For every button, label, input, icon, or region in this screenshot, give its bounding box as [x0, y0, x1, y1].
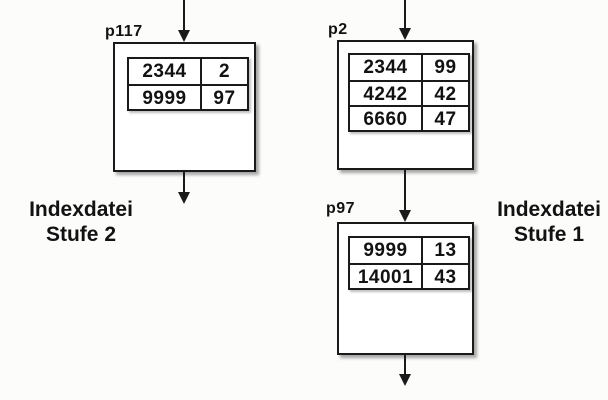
table-cell: 2344	[129, 59, 202, 84]
caption-indexdatei-stufe-1: Indexdatei Stufe 1	[479, 197, 608, 247]
arrow-p2-to-p97-line	[404, 170, 406, 210]
node-table-p2: 2344 99 4242 42 6660 47	[348, 53, 470, 132]
node-table-p97: 9999 13 14001 43	[348, 236, 470, 290]
caption-line: Stufe 1	[513, 223, 584, 246]
arrow-into-p117-line	[183, 0, 185, 30]
node-label-p117: p117	[105, 23, 143, 40]
arrow-into-p117-head-icon	[178, 30, 190, 42]
table-cell: 99	[434, 57, 457, 78]
arrow-into-p2-head-icon	[399, 28, 411, 40]
table-cell: 97	[202, 84, 247, 109]
table-cell: 9999	[129, 84, 202, 109]
arrow-out-p97-head-icon	[399, 374, 411, 386]
node-table-p117: 2344 2 9999 97	[127, 57, 249, 111]
table-cell: 43	[423, 263, 468, 288]
arrow-p2-to-p97-head-icon	[399, 210, 411, 222]
table-cell: 2	[218, 61, 231, 82]
node-label-p97: p97	[326, 200, 356, 217]
caption-line: Indexdatei	[29, 198, 133, 221]
table-cell: 14001	[350, 263, 423, 288]
arrow-out-p97-line	[404, 355, 406, 374]
arrow-out-p117-head-icon	[178, 192, 190, 204]
table-cell: 42	[423, 80, 468, 105]
table-cell: 6660	[350, 105, 423, 130]
caption-line: Stufe 2	[45, 223, 116, 246]
node-label-p2: p2	[328, 21, 348, 38]
table-cell: 9999	[350, 238, 423, 263]
arrow-out-p117-line	[183, 172, 185, 192]
arrow-into-p2-line	[404, 0, 406, 28]
table-cell: 47	[423, 105, 468, 130]
caption-indexdatei-stufe-2: Indexdatei Stufe 2	[11, 197, 151, 247]
table-cell: 4242	[350, 80, 423, 105]
caption-line: Indexdatei	[497, 198, 601, 221]
table-cell: 13	[434, 240, 457, 261]
table-cell: 2344	[350, 55, 423, 80]
